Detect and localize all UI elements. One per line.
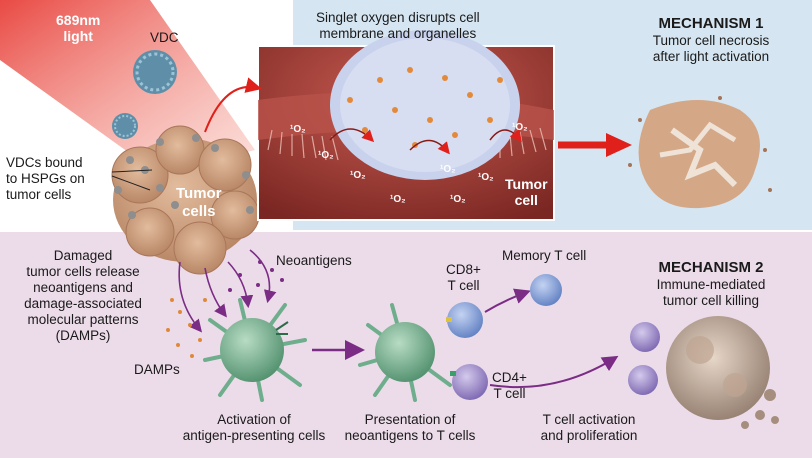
light-word-text: light <box>63 28 93 44</box>
activation-label: Activation of antigen-presenting cells <box>160 412 348 444</box>
cd8-line-1: CD8+ <box>446 262 481 277</box>
singlet-oxygen-line-1: Singlet oxygen disrupts cell <box>316 10 480 25</box>
tcell-activation-line-1: T cell activation <box>542 412 636 427</box>
killer-t-cell-2 <box>628 365 658 395</box>
memory-t-cell <box>530 274 562 306</box>
singlet-oxygen-marker-4: ¹O₂ <box>390 194 406 205</box>
neoantigen-dots <box>228 260 284 292</box>
singlet-oxygen-marker-1: ¹O₂ <box>290 124 306 135</box>
arrow-to-killing <box>489 355 619 389</box>
damp-dots <box>166 298 207 358</box>
cd8-t-cell <box>446 302 483 338</box>
presentation-label: Presentation of neoantigens to T cells <box>330 412 490 444</box>
arrow-tumor-to-inset <box>204 77 262 133</box>
singlet-oxygen-marker-3: ¹O₂ <box>350 170 366 181</box>
singlet-oxygen-marker-7: ¹O₂ <box>478 172 494 183</box>
mechanism2-block: MECHANISM 2 Immune-mediated tumor cell k… <box>626 258 796 309</box>
mechanism1-block: MECHANISM 1 Tumor cell necrosis after li… <box>626 14 796 65</box>
pointer-line-1 <box>111 169 153 173</box>
singlet-oxygen-marker-6: ¹O₂ <box>450 194 466 205</box>
vdc-particle-small <box>112 113 138 139</box>
dying-tumor-cell <box>666 316 779 429</box>
singlet-oxygen-label: Singlet oxygen disrupts cell membrane an… <box>316 10 480 42</box>
presentation-line-1: Presentation of <box>364 412 456 427</box>
killer-t-cell-1 <box>630 322 660 352</box>
mechanism1-caption-2: after light activation <box>652 49 770 64</box>
cd4-label: CD4+ T cell <box>492 370 527 402</box>
arrow-to-memory <box>484 288 531 313</box>
vdcs-bound-line-2: to HSPGs on <box>6 171 85 186</box>
necrotic-tumor-cell <box>628 96 772 209</box>
singlet-oxygen-marker-5: ¹O₂ <box>440 164 456 175</box>
damaged-line-3: neoantigens and <box>33 280 133 295</box>
tumor-cells-label: Tumor cells <box>176 185 222 221</box>
damaged-line-1: Damaged <box>53 248 113 263</box>
activation-line-2: antigen-presenting cells <box>182 428 326 443</box>
antigen-presenting-cell-2 <box>358 303 452 402</box>
damaged-line-6: (DAMPs) <box>55 328 111 343</box>
vdcs-bound-line-1: VDCs bound <box>6 155 83 170</box>
light-wavelength-label: 689nm light <box>56 12 100 44</box>
release-arrows <box>178 249 277 333</box>
mechanism2-caption-1: Immune-mediated <box>656 277 766 292</box>
singlet-oxygen-inset <box>257 30 555 221</box>
vdc-particle-large <box>133 50 177 94</box>
arrow-to-necrosis-head <box>606 133 632 157</box>
mechanism1-caption-1: Tumor cell necrosis <box>652 33 770 48</box>
tcell-activation-line-2: and proliferation <box>540 428 638 443</box>
tumor-cell-inset-label: Tumor cell <box>505 176 548 208</box>
singlet-oxygen-marker-8: ¹O₂ <box>512 122 528 133</box>
tumor-cells-line-2: cells <box>182 203 216 220</box>
vdcs-bound-line-3: tumor cells <box>6 187 72 202</box>
damaged-line-4: damage-associated <box>24 296 142 311</box>
cd4-line-2: T cell <box>493 386 526 401</box>
damps-label: DAMPs <box>134 362 180 377</box>
tcell-activation-label: T cell activation and proliferation <box>514 412 664 444</box>
damaged-label: Damaged tumor cells release neoantigens … <box>8 248 158 344</box>
mechanism2-caption-2: tumor cell killing <box>662 293 760 308</box>
damaged-line-2: tumor cells release <box>26 264 140 279</box>
activation-line-1: Activation of <box>217 412 291 427</box>
tumor-cells-line-1: Tumor <box>176 185 222 202</box>
tumor-cell-line-1: Tumor <box>505 176 548 192</box>
cd8-line-2: T cell <box>447 278 480 293</box>
antigen-presenting-cell-1 <box>203 298 307 402</box>
mechanism1-title: MECHANISM 1 <box>658 15 764 32</box>
tumor-cluster <box>111 125 260 275</box>
cd4-t-cell <box>450 364 488 400</box>
memory-t-cell-label: Memory T cell <box>502 248 587 263</box>
cd8-label: CD8+ T cell <box>446 262 481 294</box>
singlet-oxygen-line-2: membrane and organelles <box>319 26 477 41</box>
pointer-line-2 <box>111 175 151 191</box>
vdcs-bound-label: VDCs bound to HSPGs on tumor cells <box>6 155 85 203</box>
damaged-line-5: molecular patterns <box>27 312 139 327</box>
neoantigens-label: Neoantigens <box>276 253 352 268</box>
presentation-line-2: neoantigens to T cells <box>344 428 476 443</box>
tumor-cell-line-2: cell <box>514 192 538 208</box>
singlet-oxygen-marker-2: ¹O₂ <box>318 150 334 161</box>
cd4-line-1: CD4+ <box>492 370 527 385</box>
light-wavelength-text: 689nm <box>56 12 101 28</box>
vdc-label: VDC <box>150 30 179 45</box>
mechanism2-title: MECHANISM 2 <box>658 259 764 276</box>
